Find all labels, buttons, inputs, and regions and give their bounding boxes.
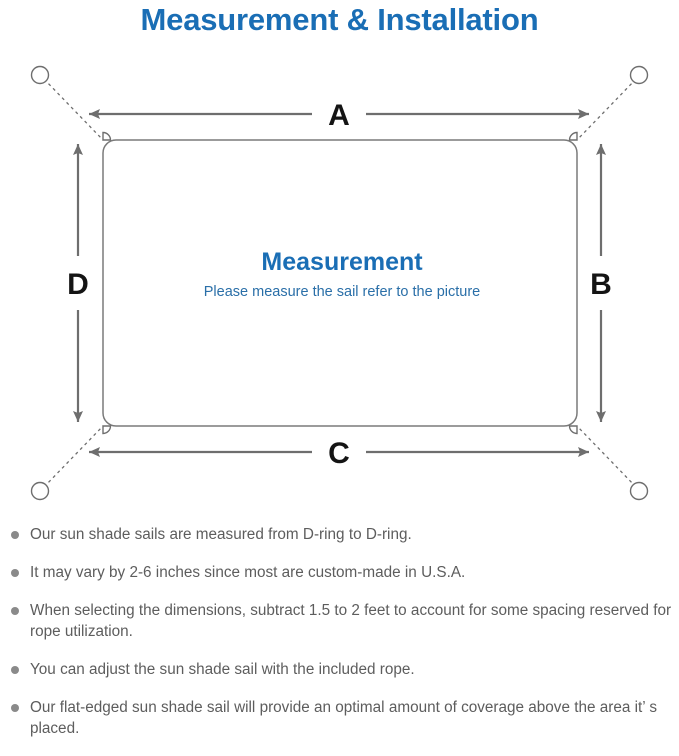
sun-shade-sail-measurement-diagram: A C D B Measurement Please measure the s… [0,48,679,518]
anchor-points [30,65,649,501]
sail-body [102,139,578,427]
dimension-b: B [590,144,612,422]
list-item: You can adjust the sun shade sail with t… [0,659,679,680]
bullet-icon [11,666,19,674]
dimension-a-label: A [328,99,350,132]
dimension-c-label: C [328,437,350,470]
dimension-c: C [89,437,589,470]
diagram-center-title: Measurement [261,248,423,276]
list-item: When selecting the dimensions, subtract … [0,600,679,642]
bullet-icon [11,607,19,615]
dimension-a: A [89,99,589,132]
diagram-center-subtitle: Please measure the sail refer to the pic… [204,284,480,300]
list-item: Our sun shade sails are measured from D-… [0,524,679,545]
d-ring-top-right-icon [568,131,578,141]
list-item: Our flat-edged sun shade sail will provi… [0,697,679,739]
list-item: It may vary by 2-6 inches since most are… [0,562,679,583]
list-item-text: It may vary by 2-6 inches since most are… [30,564,466,581]
dimension-b-label: B [590,268,612,301]
dimension-d-label: D [67,268,89,301]
rope-line-bottom-left [43,425,104,488]
list-item-text: You can adjust the sun shade sail with t… [30,661,415,678]
rope-line-top-right [576,78,637,141]
anchor-point-bottom-right-icon [629,481,649,501]
rope-line-top-left [43,78,104,141]
d-rings [102,131,578,435]
d-ring-bottom-right-icon [568,425,578,435]
d-ring-top-left-icon [102,131,112,141]
rope-lines [43,78,637,488]
bullet-icon [11,531,19,539]
bullet-icon [11,704,19,712]
bullet-icon [11,569,19,577]
dimension-d: D [67,144,89,422]
list-item-text: Our sun shade sails are measured from D-… [30,526,412,543]
notes-list: Our sun shade sails are measured from D-… [0,524,679,756]
page-title: Measurement & Installation [140,2,539,37]
anchor-point-bottom-left-icon [30,481,50,501]
list-item-text: When selecting the dimensions, subtract … [30,602,672,640]
list-item-text: Our flat-edged sun shade sail will provi… [30,699,657,737]
anchor-point-top-left-icon [30,65,50,85]
rope-line-bottom-right [576,425,637,488]
anchor-point-top-right-icon [629,65,649,85]
d-ring-bottom-left-icon [102,425,112,435]
